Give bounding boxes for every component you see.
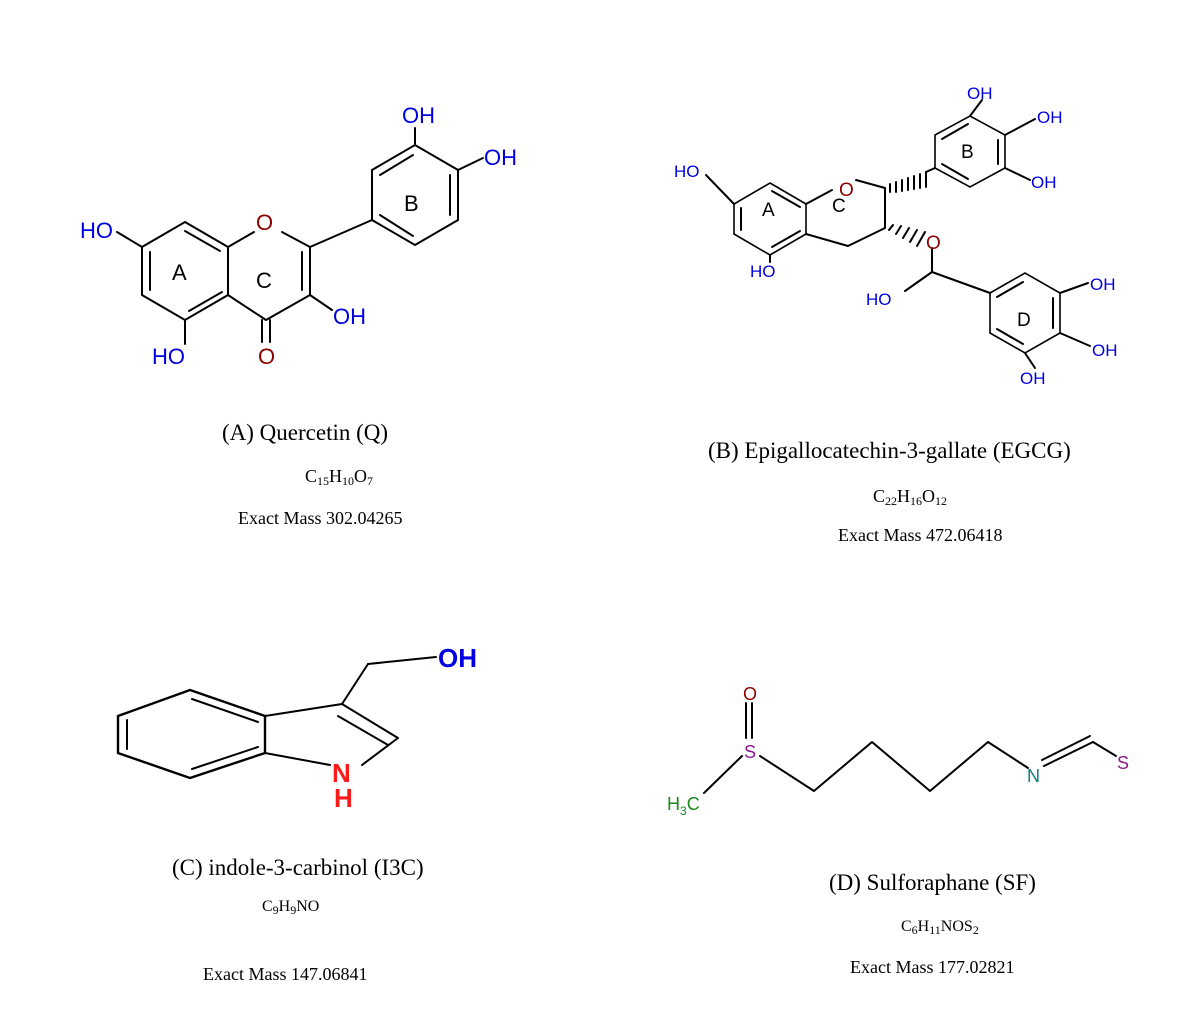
carbonyl-oxygen-label: O [258, 344, 275, 369]
hydroxyl-3-label: OH [333, 304, 366, 329]
sf-methyl-label: H3C [667, 794, 700, 818]
sf-nitrogen-label: N [1027, 766, 1040, 786]
i3c-formula: C9H9NO [262, 898, 320, 917]
quercetin-mass: Exact Mass 302.04265 [238, 508, 403, 528]
quercetin-structure: O O HO HO OH OH OH A B C [80, 103, 517, 369]
egcg-ring-c-label: C [832, 196, 846, 217]
i3c-hydroxyl-label: OH [438, 643, 477, 673]
sulforaphane-structure: O S H3C N S [667, 684, 1129, 818]
i3c-nitrogen-label: N [332, 758, 351, 788]
egcg-name: (B) Epigallocatechin-3-gallate (EGCG) [708, 438, 1071, 463]
quercetin-formula: C15H10O7 [305, 466, 374, 488]
quercetin-name: (A) Quercetin (Q) [222, 420, 389, 445]
egcg-hydroxyl-b5-label: OH [1031, 173, 1057, 192]
hydroxyl-5-label: HO [152, 344, 185, 369]
egcg-structure: O O HO HO HO OH OH OH OH OH OH A B C D [674, 84, 1118, 388]
egcg-hydroxyl-d3-label: OH [1090, 275, 1116, 294]
egcg-ring-oxygen-label: O [839, 180, 854, 201]
hydroxyl-7-label: HO [80, 218, 113, 243]
indole-3-carbinol-structure: OH N H [116, 643, 477, 813]
sulforaphane-mass: Exact Mass 177.02821 [850, 957, 1015, 977]
egcg-hydroxyl-d4-label: OH [1092, 341, 1118, 360]
egcg-ring-b-label: B [961, 142, 974, 163]
egcg-formula: C22H16O12 [873, 486, 948, 508]
ring-c-label: C [256, 268, 272, 293]
egcg-ring-a-label: A [762, 200, 775, 221]
i3c-name: (C) indole-3-carbinol (I3C) [172, 855, 424, 880]
sf-thio-sulfur-label: S [1117, 753, 1129, 773]
i3c-hydrogen-label: H [334, 783, 353, 813]
sulforaphane-formula: C6H11NOS2 [901, 918, 979, 937]
egcg-ester-oxygen-label: O [926, 233, 941, 254]
hydroxyl-3prime-label: OH [402, 103, 435, 128]
ring-a-label: A [172, 260, 187, 285]
egcg-ring-d-label: D [1017, 310, 1031, 331]
sulforaphane-name: (D) Sulforaphane (SF) [829, 870, 1036, 895]
egcg-hydroxyl-7-label: HO [674, 162, 700, 181]
egcg-hydroxyl-ho-label: HO [866, 290, 892, 309]
egcg-hydroxyl-d5-label: OH [1020, 369, 1046, 388]
hydroxyl-4prime-label: OH [484, 145, 517, 170]
egcg-hydroxyl-b3-label: OH [967, 84, 993, 103]
ring-b-label: B [404, 191, 419, 216]
egcg-hydroxyl-5-label: HO [750, 262, 776, 281]
i3c-mass: Exact Mass 147.06841 [203, 964, 368, 984]
egcg-mass: Exact Mass 472.06418 [838, 525, 1003, 545]
sf-sulfoxide-oxygen-label: O [743, 684, 757, 704]
sf-sulfoxide-sulfur-label: S [744, 742, 756, 762]
ring-oxygen-label: O [256, 210, 273, 235]
egcg-hydroxyl-b4-label: OH [1037, 108, 1063, 127]
